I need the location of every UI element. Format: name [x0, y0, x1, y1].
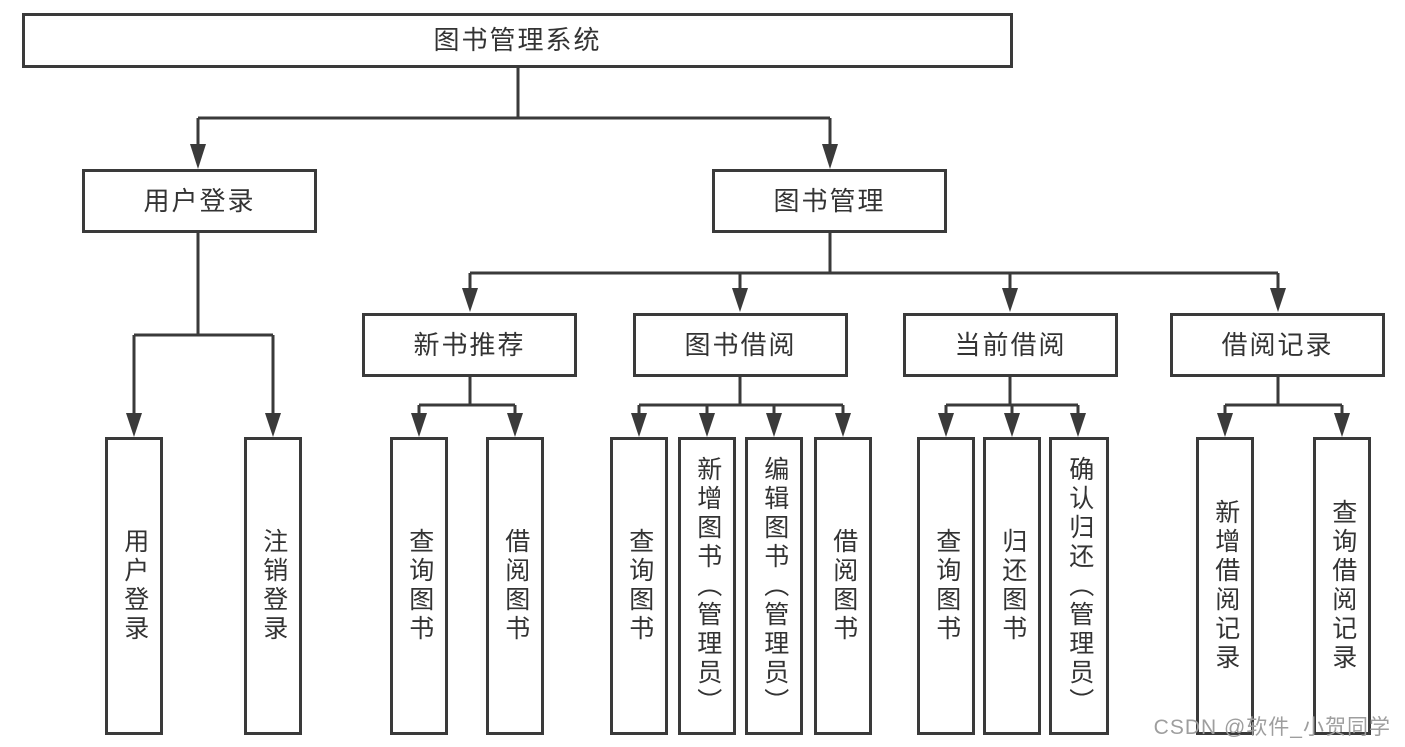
leaf-borrow-book-borrow: 借阅图书 — [814, 437, 872, 735]
arrowhead-icon — [766, 413, 782, 437]
csdn-watermark: CSDN @软件_小贺同学 — [1153, 716, 1391, 739]
leaf-query-book-borrow: 查询图书 — [610, 437, 668, 735]
arrowhead-icon — [822, 144, 838, 169]
leaf-edit-book: 编辑图书（管理员） — [745, 437, 803, 735]
arrowhead-icon — [190, 144, 206, 169]
arrowhead-icon — [126, 413, 142, 437]
leaf-query-book-recommend: 查询图书 — [390, 437, 448, 735]
leaf-confirm-return: 确认归还（管理员） — [1049, 437, 1109, 735]
arrowhead-icon — [732, 288, 748, 312]
node-user-login: 用户登录 — [82, 169, 317, 233]
arrowhead-icon — [462, 288, 478, 312]
leaf-add-book: 新增图书（管理员） — [678, 437, 736, 735]
arrowhead-icon — [507, 413, 523, 437]
arrowhead-icon — [835, 413, 851, 437]
arrowhead-icon — [699, 413, 715, 437]
arrowhead-icon — [1070, 413, 1086, 437]
leaf-query-book-current: 查询图书 — [917, 437, 975, 735]
leaf-return-book: 归还图书 — [983, 437, 1041, 735]
arrowhead-icon — [1334, 413, 1350, 437]
leaf-query-borrow-record: 查询借阅记录 — [1313, 437, 1371, 735]
leaf-borrow-book-recommend: 借阅图书 — [486, 437, 544, 735]
node-current-borrow: 当前借阅 — [903, 313, 1118, 377]
leaf-user-login: 用户登录 — [105, 437, 163, 735]
leaf-logout: 注销登录 — [244, 437, 302, 735]
arrowhead-icon — [1270, 288, 1286, 312]
arrowhead-icon — [938, 413, 954, 437]
arrowhead-icon — [1002, 288, 1018, 312]
node-borrow-record: 借阅记录 — [1170, 313, 1385, 377]
node-book-borrow: 图书借阅 — [633, 313, 848, 377]
arrowhead-icon — [411, 413, 427, 437]
arrowhead-icon — [1004, 413, 1020, 437]
node-book-management: 图书管理 — [712, 169, 947, 233]
arrowhead-icon — [265, 413, 281, 437]
leaf-add-borrow-record: 新增借阅记录 — [1196, 437, 1254, 735]
node-root: 图书管理系统 — [22, 13, 1013, 68]
arrowheads — [126, 144, 1350, 437]
node-new-book-recommend: 新书推荐 — [362, 313, 577, 377]
arrowhead-icon — [1217, 413, 1233, 437]
arrowhead-icon — [631, 413, 647, 437]
